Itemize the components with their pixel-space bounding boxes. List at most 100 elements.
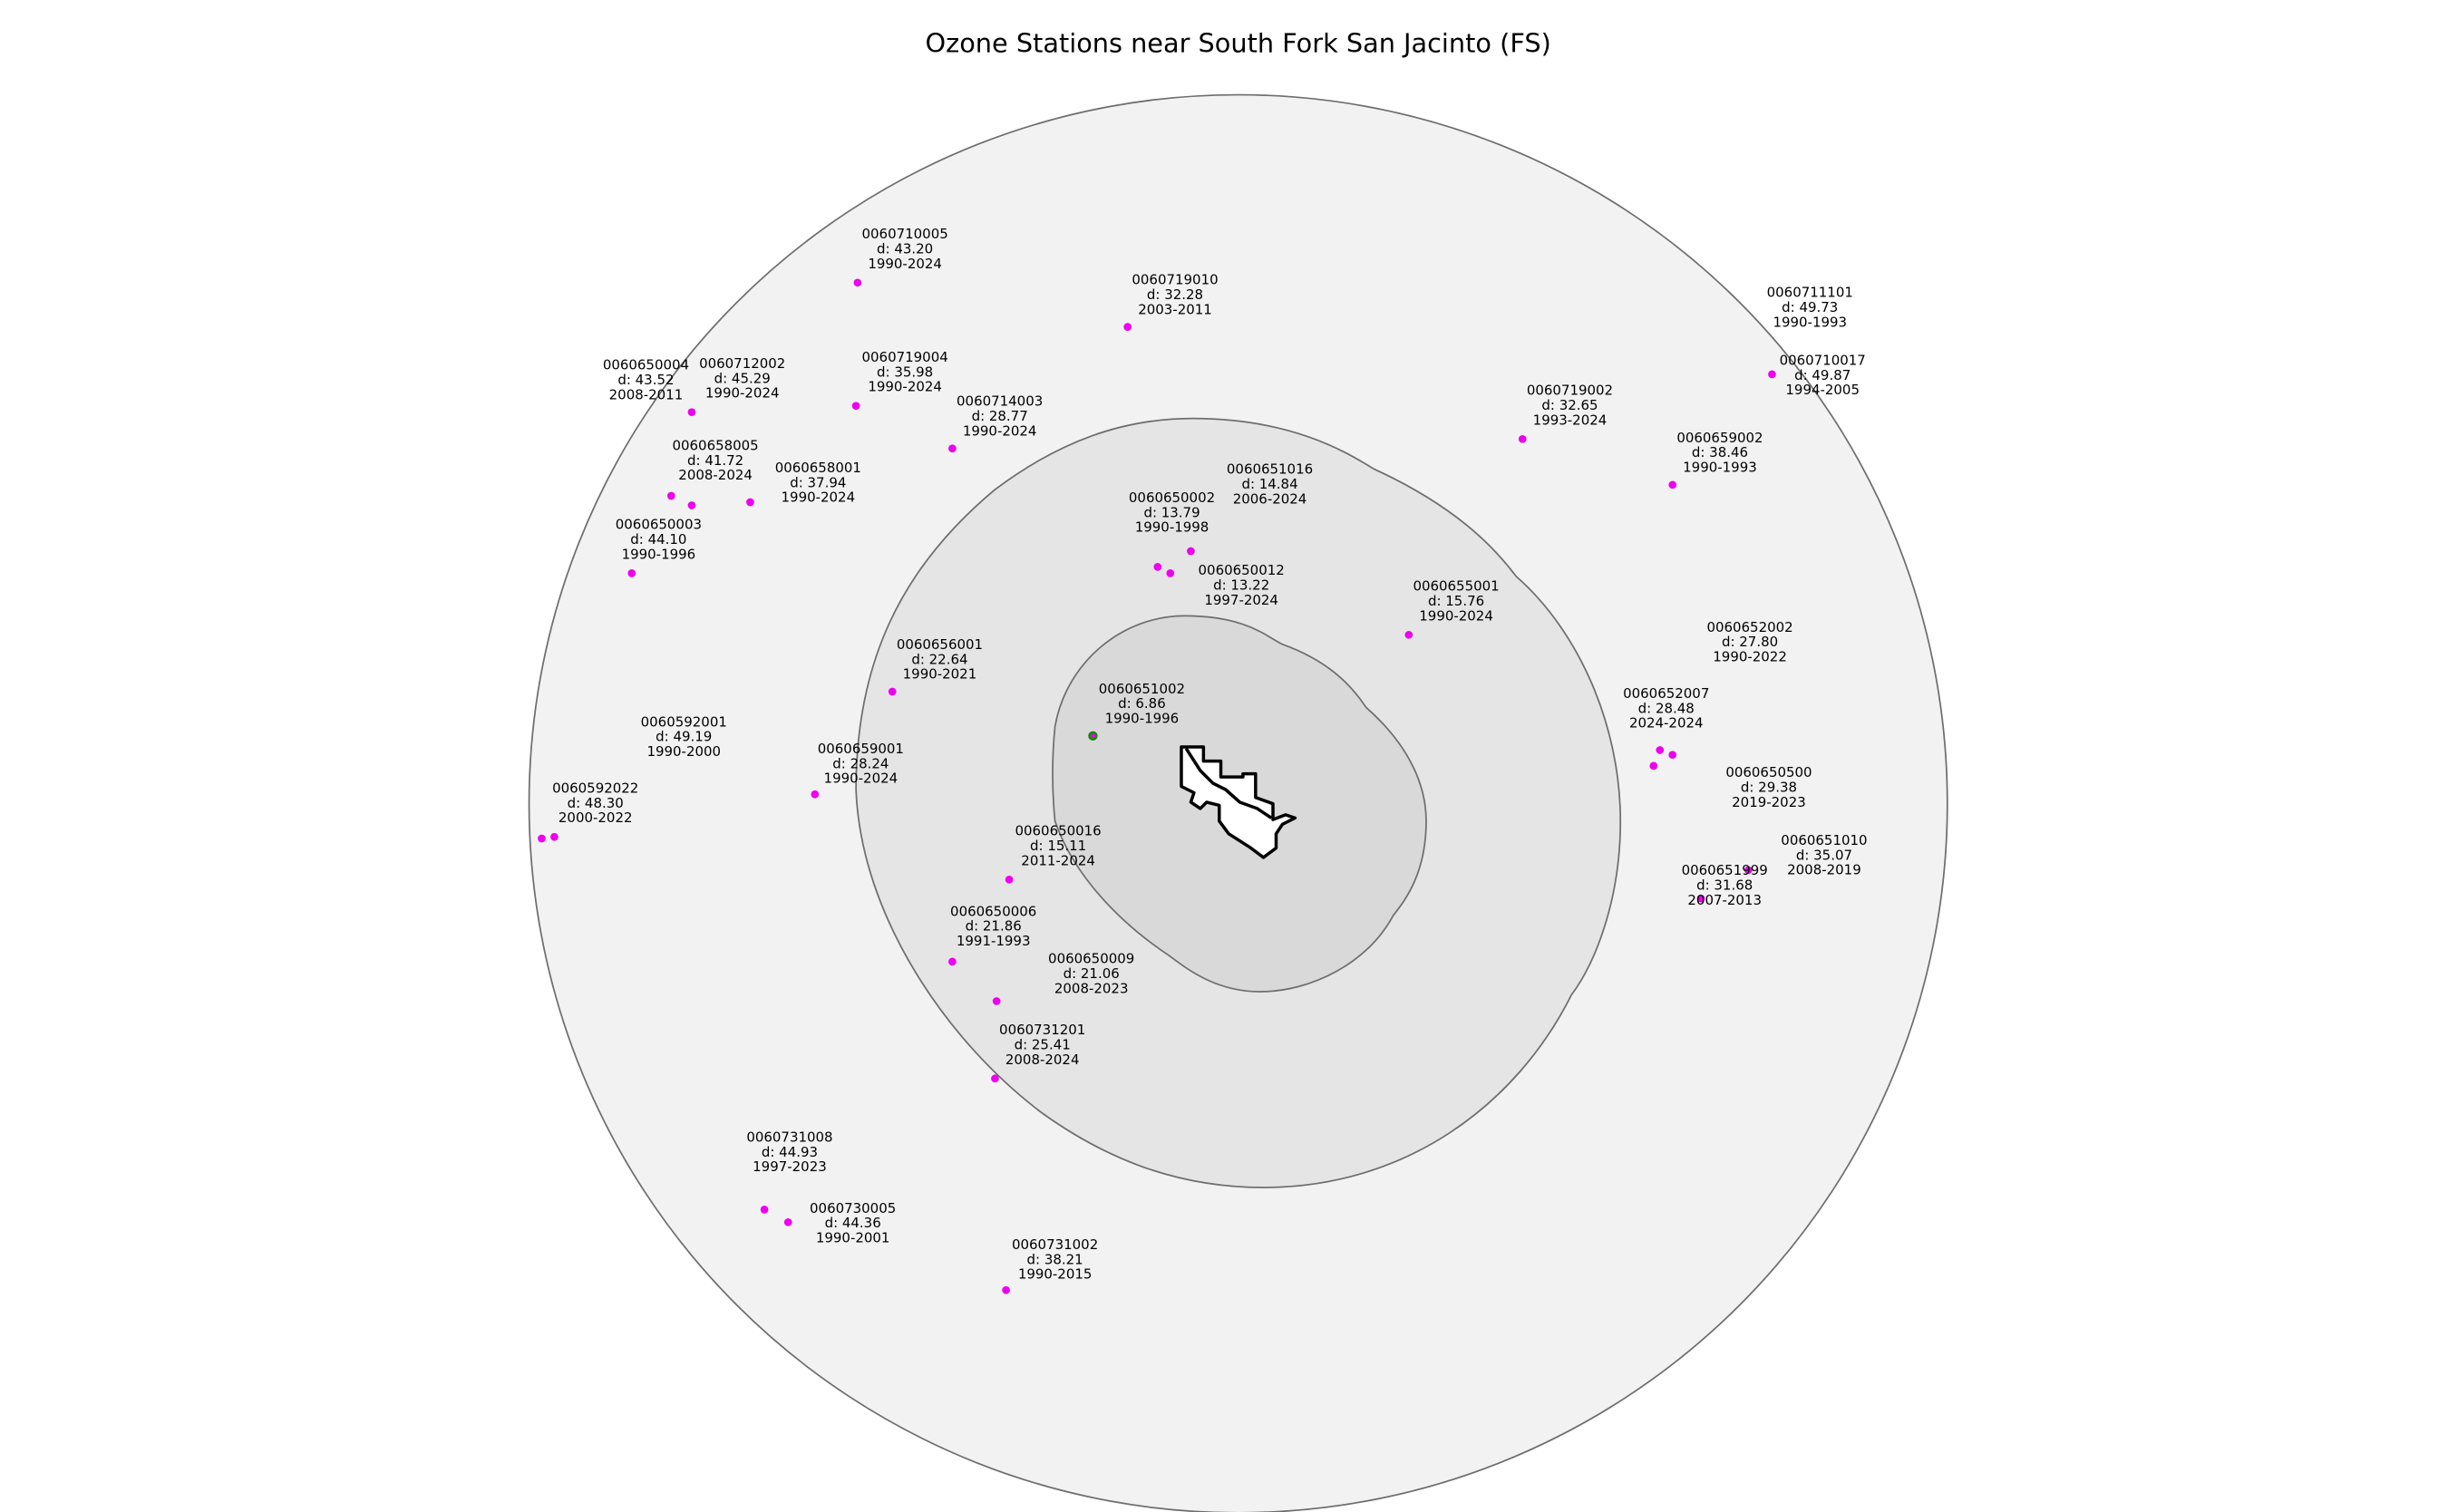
station-distance: d: 29.38 <box>1741 779 1797 795</box>
station-marker[interactable] <box>1744 866 1753 875</box>
station-id: 0060659002 <box>1676 430 1763 446</box>
station-distance: d: 49.73 <box>1782 299 1838 315</box>
station-marker[interactable] <box>666 491 675 500</box>
station-marker[interactable] <box>1005 875 1014 884</box>
station-marker[interactable] <box>1656 746 1665 754</box>
station-id: 0060656001 <box>897 636 983 653</box>
station-distance: d: 37.94 <box>790 474 846 490</box>
station-marker[interactable] <box>1518 434 1527 443</box>
station-distance: d: 21.06 <box>1064 965 1120 982</box>
station-years: 1990-2015 <box>1018 1266 1093 1283</box>
station-years: 2019-2023 <box>1732 794 1806 810</box>
station-marker[interactable] <box>687 501 696 509</box>
station-marker[interactable] <box>851 402 860 411</box>
station-distance: d: 49.19 <box>656 729 712 745</box>
station-marker[interactable] <box>1668 480 1677 489</box>
station-marker[interactable] <box>1123 323 1132 331</box>
station-marker[interactable] <box>1668 751 1677 760</box>
station-marker[interactable] <box>1649 761 1658 771</box>
station-years: 1990-2024 <box>1419 607 1493 624</box>
station-years: 1990-2024 <box>824 771 899 787</box>
station-distance: d: 44.93 <box>762 1144 818 1160</box>
station-distance: d: 28.77 <box>972 408 1028 424</box>
station-marker[interactable] <box>687 408 696 417</box>
station-distance: d: 43.20 <box>877 240 933 257</box>
station-marker[interactable] <box>746 498 754 507</box>
station-distance: d: 22.64 <box>911 651 967 667</box>
station-marker[interactable] <box>888 687 897 696</box>
station-years: 1990-2024 <box>963 422 1037 439</box>
station-id: 0060652002 <box>1706 619 1792 635</box>
station-marker[interactable] <box>538 834 546 843</box>
station-id: 0060650006 <box>950 903 1036 919</box>
station-marker[interactable] <box>1187 547 1195 556</box>
station-years: 2008-2023 <box>1054 980 1129 996</box>
station-years: 1990-2021 <box>903 666 977 683</box>
map-title: Ozone Stations near South Fork San Jacin… <box>926 28 1551 59</box>
station-years: 1994-2005 <box>1785 382 1860 398</box>
station-marker[interactable] <box>948 957 957 966</box>
station-years: 2008-2024 <box>1005 1052 1080 1068</box>
station-marker[interactable] <box>991 1074 999 1083</box>
station-distance: d: 28.24 <box>832 755 889 771</box>
station-marker[interactable] <box>627 569 636 577</box>
station-marker[interactable] <box>1166 569 1175 577</box>
station-distance: d: 31.68 <box>1696 877 1753 893</box>
station-marker[interactable] <box>992 997 1001 1005</box>
station-id: 0060710005 <box>862 226 948 242</box>
station-years: 2011-2024 <box>1021 852 1095 868</box>
station-years: 2007-2013 <box>1687 892 1762 908</box>
station-marker[interactable] <box>853 278 862 287</box>
station-marker[interactable] <box>783 1217 792 1226</box>
station-id: 0060651010 <box>1781 832 1867 848</box>
station-distance: d: 13.22 <box>1213 577 1269 593</box>
station-years: 1990-2024 <box>868 379 942 395</box>
station-id: 0060655001 <box>1413 578 1499 595</box>
station-years: 1990-1993 <box>1683 460 1757 476</box>
station-distance: d: 35.07 <box>1796 847 1852 863</box>
nearest-station-marker[interactable] <box>1088 731 1098 741</box>
station-years: 1990-1996 <box>1105 711 1180 727</box>
station-years: 2008-2011 <box>609 386 684 402</box>
station-distance: d: 38.21 <box>1027 1251 1083 1267</box>
station-years: 1990-2001 <box>816 1230 890 1246</box>
station-distance: d: 44.10 <box>630 531 686 548</box>
station-marker[interactable] <box>1404 630 1413 639</box>
station-marker[interactable] <box>1002 1285 1010 1294</box>
station-marker[interactable] <box>1696 894 1705 903</box>
station-years: 1990-2024 <box>868 256 942 272</box>
station-years: 1990-1996 <box>622 546 696 562</box>
station-marker[interactable] <box>1153 563 1162 571</box>
station-marker[interactable] <box>811 790 820 799</box>
station-distance: d: 43.52 <box>617 372 674 388</box>
station-id: 0060719010 <box>1132 272 1218 288</box>
station-marker[interactable] <box>948 444 957 453</box>
station-distance: d: 15.11 <box>1030 838 1086 854</box>
station-id: 0060650004 <box>603 357 689 373</box>
station-marker[interactable] <box>1768 370 1776 379</box>
station-years: 1990-1998 <box>1135 519 1209 536</box>
station-id: 0060651002 <box>1099 681 1185 697</box>
station-id: 0060714003 <box>957 393 1043 410</box>
station-id: 0060650500 <box>1725 764 1812 780</box>
station-id: 0060659001 <box>818 741 904 757</box>
station-distance: d: 32.65 <box>1541 397 1598 413</box>
station-marker[interactable] <box>550 832 559 841</box>
station-marker[interactable] <box>760 1206 769 1214</box>
station-years: 1990-2022 <box>1713 649 1787 665</box>
